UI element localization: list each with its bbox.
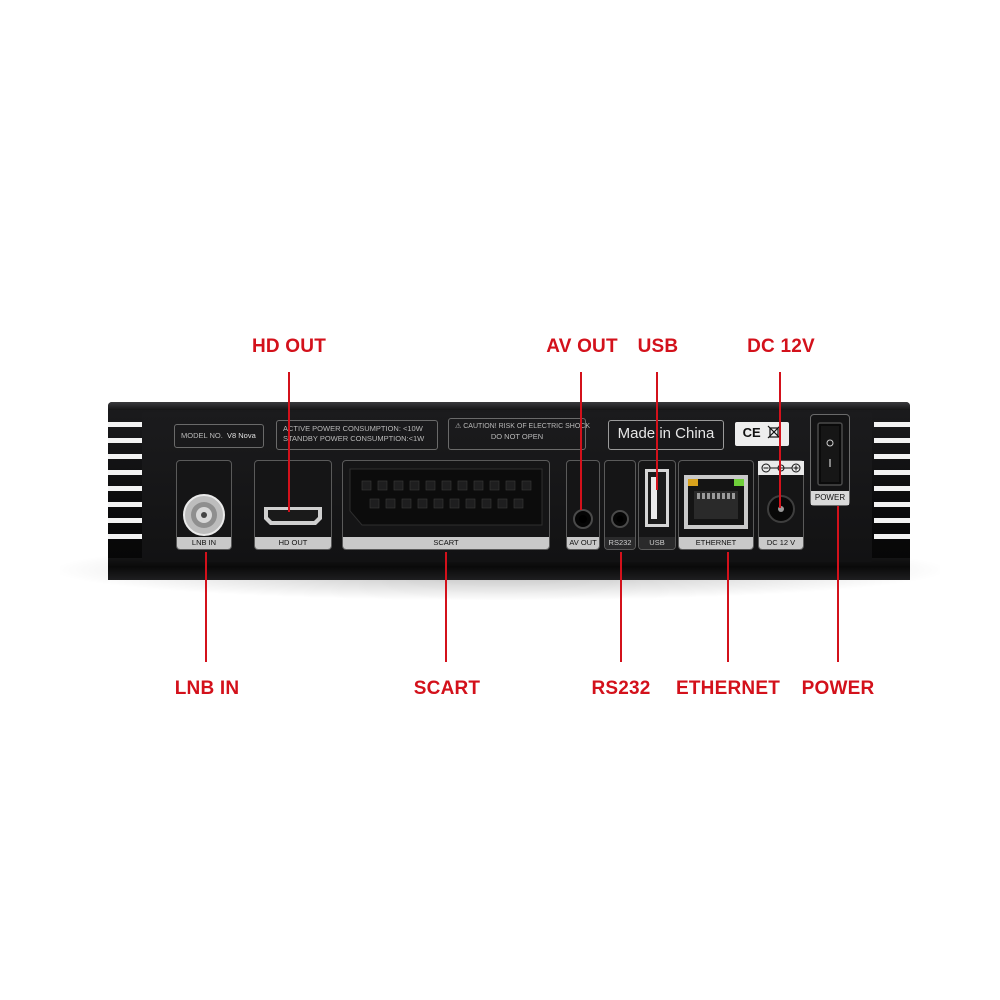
- dc-12v-label: DC 12 V: [759, 537, 803, 549]
- model-plate: MODEL NO. V8 Nova: [174, 424, 264, 448]
- model-prefix: MODEL NO.: [181, 431, 223, 440]
- scart-label: SCART: [343, 537, 549, 549]
- scart-port: SCART: [342, 460, 550, 550]
- caution-plate: ⚠ CAUTION! RISK OF ELECTRIC SHOCK DO NOT…: [448, 418, 591, 450]
- dc-polarity-icon: [758, 461, 804, 475]
- bottom-rim: [108, 558, 910, 580]
- av-out-label: AV OUT: [567, 537, 599, 549]
- leader-scart: [445, 552, 447, 662]
- leader-power: [837, 506, 839, 662]
- caution-line-1: ⚠ CAUTION! RISK OF ELECTRIC SHOCK: [455, 423, 591, 430]
- caution-line-2: DO NOT OPEN: [490, 432, 544, 441]
- leader-dc-12v: [779, 372, 781, 508]
- av-jack-icon: [573, 509, 593, 529]
- rs232-jack-icon: [611, 510, 629, 528]
- power-label: POWER: [811, 491, 849, 505]
- ethernet-port: ETHERNET: [678, 460, 754, 550]
- left-heat-fins: [108, 422, 144, 552]
- callout-ethernet: ETHERNET: [676, 678, 780, 699]
- rs232-port: RS232: [604, 460, 636, 550]
- right-heat-fins: [874, 422, 910, 552]
- leader-hd-out: [288, 372, 290, 512]
- callout-power: POWER: [801, 678, 875, 699]
- rj45-icon: [684, 475, 748, 529]
- standby-power-text: STANDBY POWER CONSUMPTION:<1W: [283, 434, 425, 443]
- bin-icon: [767, 425, 781, 439]
- dc-jack-icon: [767, 495, 795, 523]
- leader-rs232: [620, 552, 622, 662]
- ce-text: CE: [742, 425, 761, 440]
- usb-label: USB: [639, 537, 675, 549]
- callout-usb: USB: [637, 336, 679, 357]
- made-in-china-plate: Made in China: [608, 420, 724, 450]
- rs232-label: RS232: [605, 537, 635, 549]
- power-switch-housing: POWER: [810, 414, 850, 506]
- callout-lnb-in: LNB IN: [174, 678, 240, 699]
- leader-usb: [656, 372, 658, 490]
- lnb-in-port: LNB IN: [176, 460, 232, 550]
- leader-lnb-in: [205, 552, 207, 662]
- f-connector-icon: [183, 494, 225, 536]
- model-name: V8 Nova: [226, 431, 256, 440]
- av-out-port: AV OUT: [566, 460, 600, 550]
- top-rim: [108, 402, 910, 410]
- callout-av-out: AV OUT: [546, 336, 618, 357]
- scart-connector-icon: [349, 468, 543, 526]
- power-consumption-plate: ACTIVE POWER CONSUMPTION: <10W STANDBY P…: [276, 420, 438, 450]
- callout-scart: SCART: [413, 678, 481, 699]
- leader-ethernet: [727, 552, 729, 662]
- callout-rs232: RS232: [591, 678, 651, 699]
- callout-hd-out: HD OUT: [251, 336, 327, 357]
- leader-av-out: [580, 372, 582, 510]
- hd-out-label: HD OUT: [255, 537, 331, 549]
- dc-12v-port: DC 12 V: [758, 460, 804, 550]
- power-rocker-switch-icon: [817, 422, 843, 486]
- hd-out-port: HD OUT: [254, 460, 332, 550]
- ethernet-label: ETHERNET: [679, 537, 753, 549]
- active-power-text: ACTIVE POWER CONSUMPTION: <10W: [283, 424, 423, 433]
- hdmi-icon: [264, 507, 322, 525]
- callout-dc-12v: DC 12V: [747, 336, 815, 357]
- lnb-in-label: LNB IN: [177, 537, 231, 549]
